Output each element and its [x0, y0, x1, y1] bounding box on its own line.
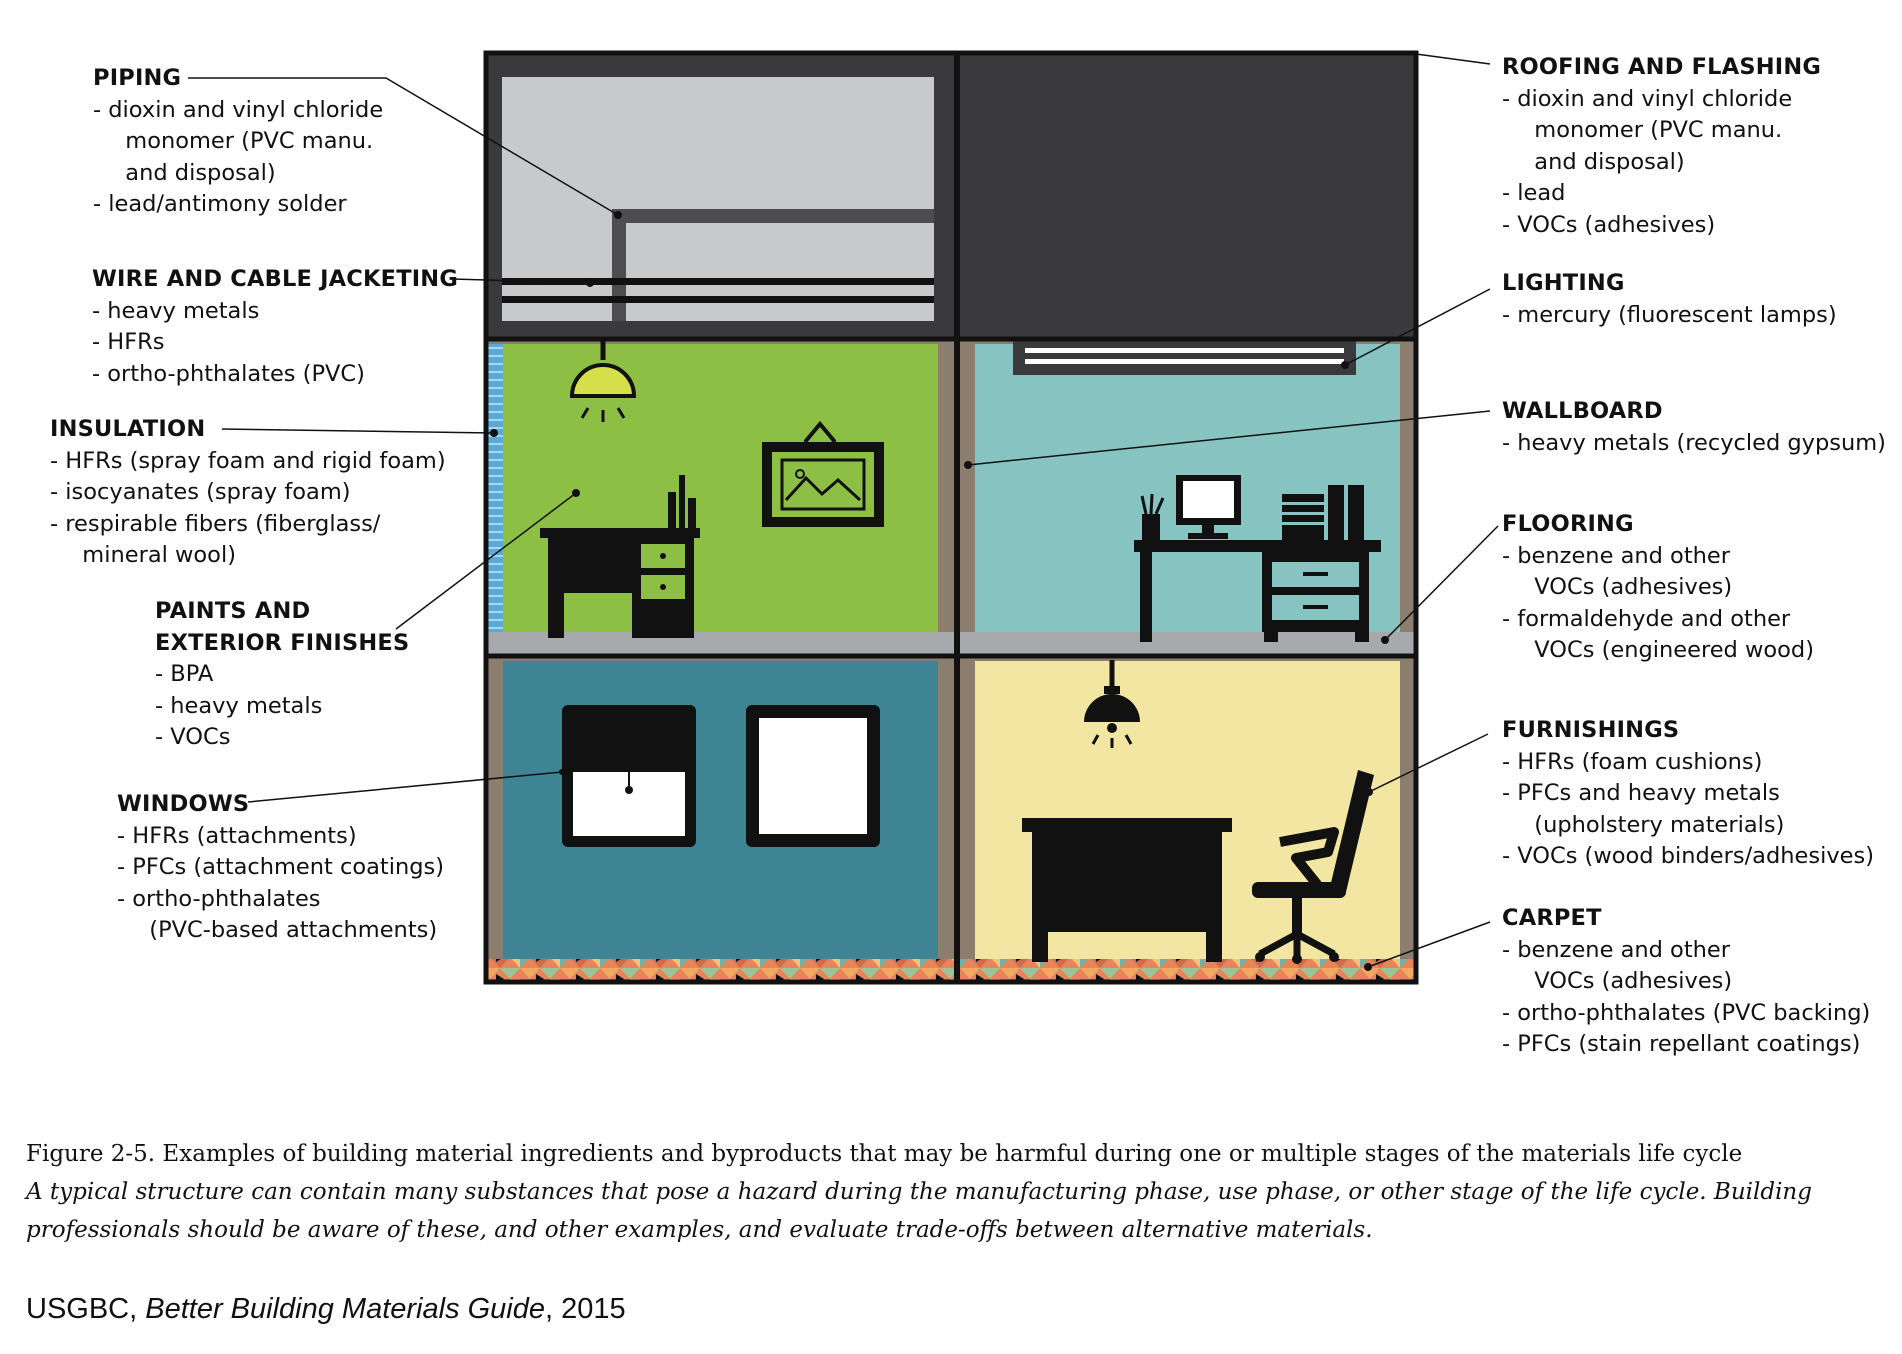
picture-frame-icon: [762, 420, 884, 527]
label-wallboard-item: - heavy metals (recycled gypsum): [1502, 429, 1886, 456]
desk-icon: [540, 475, 700, 638]
pendant-lamp-dark-icon: [1084, 660, 1140, 748]
label-furnishings: FURNISHINGS - HFRs (foam cushions) - PFC…: [1502, 715, 1874, 873]
office-desk-icon: [1134, 475, 1381, 642]
label-lighting-item: - mercury (fluorescent lamps): [1502, 301, 1837, 328]
leader-carpet: [1367, 921, 1491, 968]
label-flooring-item: - formaldehyde and other VOCs (engineere…: [1502, 605, 1814, 664]
label-windows: WINDOWS - HFRs (attachments) - PFCs (att…: [117, 789, 444, 947]
label-piping-item: - lead/antimony solder: [93, 191, 347, 217]
label-roofing: ROOFING AND FLASHING - dioxin and vinyl …: [1502, 52, 1821, 241]
label-carpet: CARPET - benzene and other VOCs (adhesiv…: [1502, 903, 1870, 1061]
label-roofing-item: - lead: [1502, 180, 1566, 206]
caption-title: Figure 2-5. Examples of building materia…: [26, 1141, 1743, 1167]
label-piping: PIPING - dioxin and vinyl chloride monom…: [93, 63, 383, 221]
label-piping-item: - dioxin and vinyl chloride monomer (PVC…: [93, 96, 384, 186]
leader-wire: [451, 278, 591, 284]
caption-text: A typical structure can contain many sub…: [26, 1179, 1812, 1243]
label-furnishings-title: FURNISHINGS: [1502, 717, 1680, 743]
leader-piping: [188, 77, 619, 216]
office-chair-icon: [1252, 770, 1374, 964]
label-wallboard: WALLBOARD - heavy metals (recycled gypsu…: [1502, 396, 1886, 459]
label-wire-title: WIRE AND CABLE JACKETING: [92, 266, 459, 292]
upper-floor-slab: [487, 632, 1415, 654]
leader-flooring: [1384, 525, 1499, 641]
label-flooring-title: FLOORING: [1502, 511, 1634, 537]
figure-caption: Figure 2-5. Examples of building materia…: [26, 1135, 1876, 1249]
leader-insulation: [221, 428, 495, 434]
label-insulation-item: - HFRs (spray foam and rigid foam): [50, 447, 446, 474]
source-book: Better Building Materials Guide: [145, 1293, 546, 1325]
label-carpet-item: - PFCs (stain repellant coatings): [1502, 1031, 1861, 1057]
leader-lighting: [1344, 288, 1491, 366]
label-furnishings-item: - PFCs and heavy metals (upholstery mate…: [1502, 780, 1785, 838]
label-carpet-item: - benzene and other VOCs (adhesives): [1502, 936, 1733, 995]
label-carpet-item: - ortho-phthalates (PVC backing): [1502, 999, 1871, 1026]
label-insulation-title: INSULATION: [50, 416, 206, 442]
label-windows-item: - ortho-phthalates (PVC-based attachment…: [117, 885, 438, 944]
building-diagram: [188, 50, 1499, 985]
window-with-blind-icon: [562, 705, 696, 847]
label-paints-title: EXTERIOR FINISHES: [155, 629, 410, 656]
label-paints-title: PAINTS AND: [155, 598, 311, 624]
label-windows-title: WINDOWS: [117, 791, 250, 817]
leader-endpoints: [490, 211, 1389, 971]
fluorescent-light-icon: [1013, 341, 1356, 375]
source-org: USGBC,: [26, 1293, 138, 1325]
label-wire-item: - heavy metals: [92, 297, 260, 324]
carpet-strip: [487, 959, 1415, 981]
label-flooring: FLOORING - benzene and other VOCs (adhes…: [1502, 509, 1814, 667]
label-wire-cable: WIRE AND CABLE JACKETING - heavy metals …: [92, 264, 458, 390]
label-wire-item: - ortho-phthalates (PVC): [92, 360, 365, 387]
label-insulation-item: - respirable fibers (fiberglass/ mineral…: [50, 510, 381, 569]
source-citation: USGBC, Better Building Materials Guide, …: [26, 1293, 626, 1326]
window-icon: [746, 705, 880, 847]
label-windows-item: - HFRs (attachments): [117, 822, 357, 849]
leader-roofing: [1415, 53, 1491, 65]
label-wallboard-title: WALLBOARD: [1502, 398, 1663, 424]
label-insulation: INSULATION - HFRs (spray foam and rigid …: [50, 414, 446, 572]
wooden-desk-icon: [1022, 818, 1232, 962]
label-paints: PAINTS AND EXTERIOR FINISHES - BPA - hea…: [155, 596, 409, 754]
label-wire-item: - HFRs: [92, 329, 165, 355]
label-paints-item: - heavy metals: [155, 692, 323, 719]
attic-right-room: [960, 55, 1415, 337]
label-roofing-title: ROOFING AND FLASHING: [1502, 54, 1822, 80]
leader-paints: [395, 492, 577, 630]
label-roofing-item: - VOCs (adhesives): [1502, 211, 1716, 238]
lower-left-room: [487, 656, 954, 959]
label-flooring-item: - benzene and other VOCs (adhesives): [1502, 542, 1733, 601]
label-insulation-item: - isocyanates (spray foam): [50, 479, 351, 505]
label-furnishings-item: - VOCs (wood binders/adhesives): [1502, 843, 1874, 869]
attic-left-room: [487, 55, 954, 337]
leader-furnishings: [1368, 733, 1489, 793]
insulation-layer: [487, 344, 503, 632]
label-furnishings-item: - HFRs (foam cushions): [1502, 748, 1763, 775]
leader-windows: [247, 771, 563, 803]
leader-wallboard: [967, 410, 1491, 466]
label-piping-title: PIPING: [93, 65, 182, 91]
label-windows-item: - PFCs (attachment coatings): [117, 854, 445, 880]
label-roofing-item: - dioxin and vinyl chloride monomer (PVC…: [1502, 85, 1793, 175]
label-lighting-title: LIGHTING: [1502, 270, 1625, 296]
leader-lines: [188, 53, 1499, 968]
label-paints-item: - BPA: [155, 661, 214, 687]
pendant-lamp-icon: [569, 340, 637, 422]
label-carpet-title: CARPET: [1502, 905, 1602, 931]
label-lighting: LIGHTING - mercury (fluorescent lamps): [1502, 268, 1837, 331]
label-paints-item: - VOCs: [155, 724, 231, 750]
source-year: , 2015: [545, 1293, 626, 1325]
building-outline: [483, 50, 1419, 985]
